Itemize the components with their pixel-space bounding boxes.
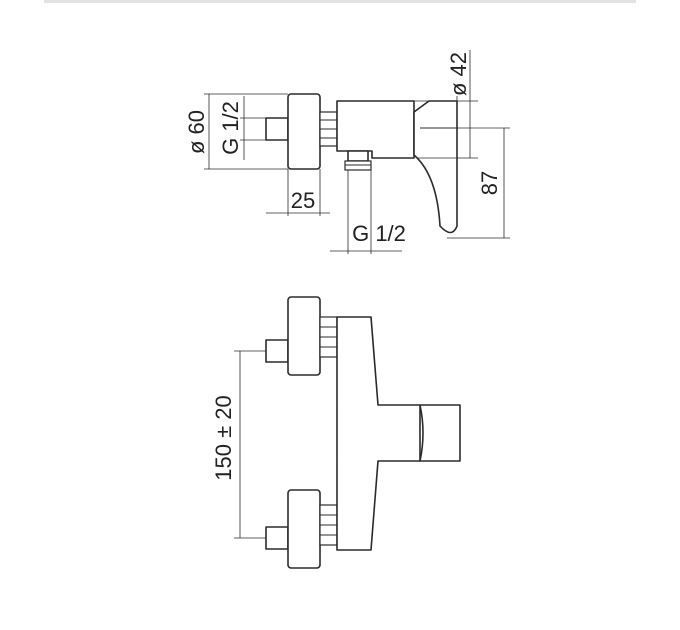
front-view: 150 ± 20	[211, 296, 461, 569]
dim-inlet-thread	[240, 96, 266, 160]
label-diameter-42: ø 42	[446, 52, 471, 96]
dim-diameter-42	[412, 50, 478, 159]
side-hex-nut	[319, 111, 338, 147]
side-flange	[287, 93, 321, 170]
top-divider	[44, 0, 636, 3]
dim-depth-25	[266, 169, 330, 216]
side-outlet-connector	[344, 150, 372, 171]
dim-centre-distance	[234, 350, 266, 539]
label-inlet-thread: G 1/2	[218, 101, 243, 155]
front-lower-inlet	[265, 489, 338, 569]
side-mixer-body	[336, 100, 415, 159]
dim-diameter-60	[204, 93, 288, 170]
label-outlet-thread: G 1/2	[352, 221, 406, 246]
side-view: ø 60 G 1/2 25 G 1/2 ø 42 87	[184, 50, 510, 254]
side-inlet-pipe	[265, 117, 289, 141]
label-height-87: 87	[477, 171, 502, 195]
label-centre-distance: 150 ± 20	[211, 395, 236, 480]
dim-outlet-thread	[330, 170, 402, 254]
front-mixer-body	[336, 316, 421, 551]
label-depth-25: 25	[291, 188, 315, 213]
front-lever-handle	[419, 404, 461, 462]
label-diameter-60: ø 60	[184, 110, 209, 154]
front-upper-inlet	[265, 296, 338, 376]
dim-height-87	[447, 127, 510, 239]
side-lever-handle	[413, 100, 458, 234]
